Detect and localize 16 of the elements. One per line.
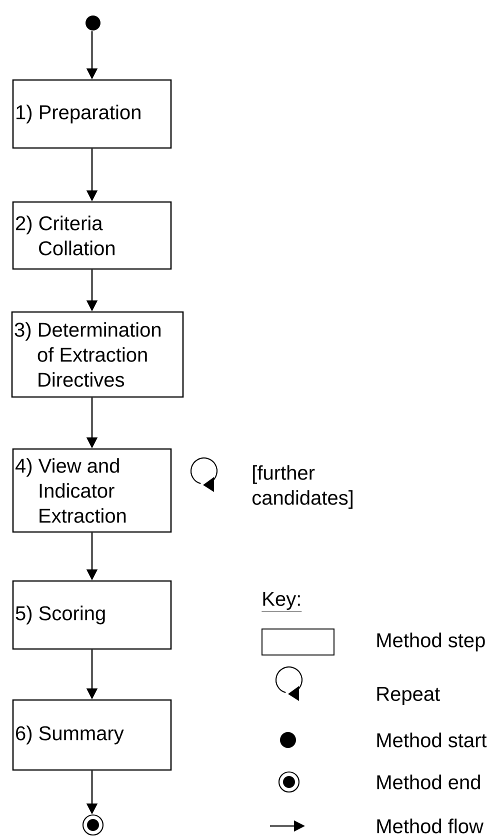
legend-text: Method start bbox=[377, 732, 487, 748]
key-heading: Key: bbox=[261, 592, 302, 612]
process-box: 4) View and Indicator Extraction bbox=[12, 448, 172, 533]
process-box: 5) Scoring bbox=[12, 580, 172, 650]
repeat-loop bbox=[190, 457, 218, 492]
legend-text: Method step bbox=[377, 632, 485, 652]
legend-text: Method end bbox=[377, 774, 480, 790]
legend-text: Method flow bbox=[377, 818, 484, 834]
process-box: 3) Determination of Extraction Directives bbox=[11, 311, 184, 398]
process-box: 2) Criteria Collation bbox=[12, 201, 172, 270]
start-dot bbox=[86, 16, 100, 31]
edge-label: [further candidates] bbox=[252, 465, 352, 509]
process-box: 1) Preparation bbox=[12, 79, 172, 149]
legend-text: Repeat bbox=[377, 687, 440, 705]
end-circle bbox=[82, 814, 104, 836]
process-box: 6) Summary bbox=[12, 699, 172, 771]
